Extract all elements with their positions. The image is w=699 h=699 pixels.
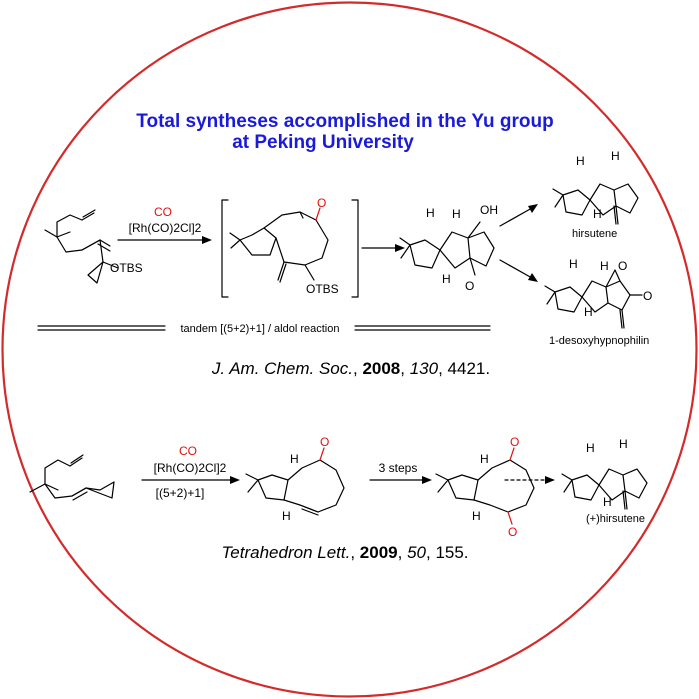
reference-1: J. Am. Chem. Soc., 2008, 130, 4421. (211, 359, 490, 378)
plus-hirsutene-h2: H (619, 437, 628, 451)
product-o: O (465, 279, 474, 293)
int2-o: O (320, 435, 329, 449)
start-material-1: OTBS (44, 209, 143, 284)
scheme2: CO [Rh(CO)2Cl]2 [(5+2)+1] O H H 3 steps (29, 435, 648, 562)
plus-hirsutene-h3: H (603, 495, 612, 509)
step-label: 3 steps (379, 461, 418, 475)
int2-h1: H (290, 452, 299, 466)
scheme1: OTBS CO [Rh(CO)2Cl]2 O OTBS (37, 149, 652, 378)
product-1: OH O H H H (399, 203, 498, 293)
arrows-to-targets (499, 204, 538, 282)
arrow-3: CO [Rh(CO)2Cl]2 [(5+2)+1] (141, 444, 240, 500)
desoxy-o2: O (643, 289, 652, 303)
otbs-label-1: OTBS (110, 261, 143, 275)
desoxy-h1: H (569, 257, 578, 271)
title-line1: Total syntheses accomplished in the Yu g… (136, 111, 553, 132)
plus-hirsutene-h1: H (586, 441, 595, 455)
reagent-type-2: [(5+2)+1] (156, 486, 205, 500)
otbs-label-2: OTBS (306, 282, 339, 296)
product-h3: H (442, 272, 451, 286)
plus-hirsutene-label: (+)hirsutene (586, 513, 645, 525)
reagent-co-2: CO (179, 444, 197, 458)
reference-2: Tetrahedron Lett., 2009, 50, 155. (221, 543, 468, 562)
intermediate-o: O (317, 196, 326, 210)
product-h2: H (452, 207, 461, 221)
hirsutene-label: hirsutene (572, 228, 617, 240)
int3-o2: O (508, 525, 517, 539)
arrow-4: 3 steps (369, 461, 432, 484)
int2-h2: H (282, 509, 291, 523)
arrow-1: CO [Rh(CO)2Cl]2 (117, 205, 212, 244)
hirsutene-h2: H (611, 149, 620, 163)
intermediate-2: O H H (245, 435, 345, 523)
target-hirsutene: H H H hirsutene (552, 149, 639, 240)
reagent-co-1: CO (154, 205, 172, 219)
arrow-2 (361, 244, 405, 252)
product-h1: H (426, 206, 435, 220)
int3-h2: H (472, 509, 481, 523)
intermediate-1: O OTBS (221, 196, 359, 298)
target-plus-hirsutene: H H H (+)hirsutene (561, 437, 648, 525)
reagent-cat-1: [Rh(CO)2Cl]2 (129, 221, 202, 235)
title-line2: at Peking University (232, 132, 414, 153)
int3-o1: O (510, 435, 519, 449)
reaction-type-line: tandem [(5+2)+1] / aldol reaction (37, 323, 491, 335)
reagent-cat-2: [Rh(CO)2Cl]2 (154, 461, 227, 475)
dashed-arrow (504, 476, 555, 484)
target-desoxyhypnophilin: O O H H H 1-desoxyhypnophilin (544, 257, 652, 347)
product-oh: OH (480, 203, 498, 217)
hirsutene-h3: H (593, 207, 602, 221)
int3-h1: H (480, 452, 489, 466)
start-material-2 (29, 454, 115, 501)
desoxy-o1: O (618, 259, 627, 273)
desoxy-label: 1-desoxyhypnophilin (549, 335, 649, 347)
desoxy-h3: H (584, 305, 593, 319)
hirsutene-h1: H (576, 154, 585, 168)
reaction-name: tandem [(5+2)+1] / aldol reaction (181, 323, 340, 335)
desoxy-h2: H (600, 259, 609, 273)
intermediate-3: O O H H (435, 435, 535, 539)
